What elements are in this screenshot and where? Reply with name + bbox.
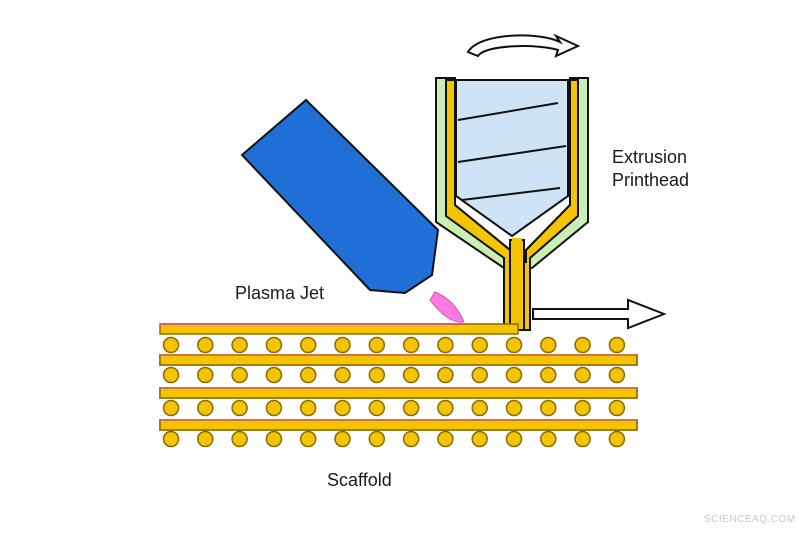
fiber-cross-section [299,366,317,384]
fiber-cross-section [368,336,386,354]
fiber-cross-section [299,336,317,354]
screw-flight [457,102,559,121]
fiber-cross-section [231,366,248,384]
fiber-cross-section [437,399,454,417]
fiber-cross-section [608,430,626,448]
fiber-cross-section [265,366,283,384]
extrusion-label-line1: Extrusion [612,147,688,167]
fiber-cross-section [608,399,626,417]
scaffold-label: Scaffold [327,470,392,490]
fiber-cross-section [574,399,591,417]
fiber-cross-section [197,336,214,354]
fiber-cross-section [197,430,214,448]
fiber-cross-section [505,366,523,384]
screw-flight [457,145,567,163]
fiber-cross-section [505,399,523,417]
fiber-cross-section [471,366,488,384]
watermark: SCIENCEAQ.COM [704,514,796,525]
fiber-cross-section [402,336,420,354]
fiber-cross-section [265,336,283,354]
fiber-cross-section [334,430,351,448]
fiber-cross-section [608,336,626,354]
fiber-cross-section [505,336,523,354]
fiber-cross-section [265,430,283,448]
fiber-cross-section [540,430,557,448]
fiber-cross-section [540,366,557,384]
fiber-cross-section [334,399,351,417]
fiber-cross-section [197,399,214,417]
fiber-cross-section [437,366,454,384]
fiber-cross-section [368,430,386,448]
fiber-cross-section [402,366,420,384]
scaffold-strand [159,354,638,366]
fiber-cross-section [402,399,420,417]
fiber-cross-section [437,430,454,448]
fiber-cross-section [231,399,248,417]
fiber-cross-section [608,366,626,384]
fiber-cross-section [231,430,248,448]
fiber-cross-section [574,430,591,448]
plasma-jet [240,98,465,323]
extrusion-label-line2: Printhead [612,170,690,190]
fiber-cross-section [368,399,386,417]
extrusion-printhead [435,77,589,331]
fiber-cross-section [574,366,591,384]
fiber-cross-section [402,430,420,448]
fiber-cross-section [231,336,248,354]
scaffold-strand [159,419,638,431]
fiber-cross-section [162,399,180,417]
scaffold-strand [159,323,519,335]
plasma-jet-label: Plasma Jet [235,283,325,303]
fiber-cross-section [471,430,488,448]
fiber-cross-section [471,336,488,354]
fiber-cross-section [299,399,317,417]
fiber-cross-section [162,366,180,384]
fiber-cross-section [265,399,283,417]
direction-arrow-icon [532,298,667,330]
fiber-cross-section [299,430,317,448]
fiber-cross-section [471,399,488,417]
fiber-cross-section [437,336,454,354]
screw-flight [461,187,561,201]
fiber-cross-section [162,430,180,448]
fiber-cross-section [334,366,351,384]
fiber-cross-section [162,336,180,354]
rotation-arrow-icon [466,33,581,58]
fiber-cross-section [574,336,591,354]
fiber-cross-section [334,336,351,354]
scaffold-strand [159,387,638,399]
fiber-cross-section [197,366,214,384]
fiber-cross-section [505,430,523,448]
fiber-cross-section [540,399,557,417]
fiber-cross-section [368,366,386,384]
fiber-cross-section [540,336,557,354]
scaffold [159,323,638,448]
